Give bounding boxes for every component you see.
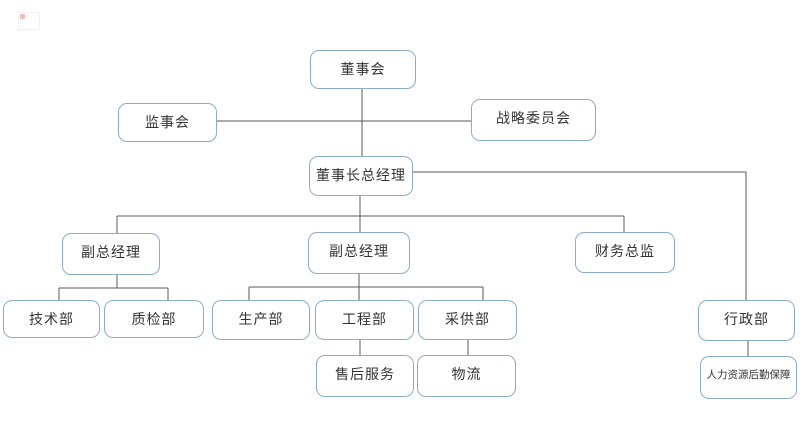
org-node-qc-dept: 质检部 — [104, 300, 204, 338]
org-node-label: 人力资源后勤保障 — [706, 369, 791, 381]
org-node-label: 行政部 — [724, 311, 769, 327]
org-node-supervisory-board: 监事会 — [118, 103, 217, 142]
org-node-label: 质检部 — [131, 311, 177, 327]
org-node-hr-logistics-support: 人力资源后勤保障 — [700, 356, 797, 399]
org-node-label: 采供部 — [445, 311, 490, 327]
org-node-admin-dept: 行政部 — [698, 300, 795, 341]
org-node-label: 生产部 — [238, 311, 284, 327]
org-node-label: 工程部 — [342, 311, 387, 327]
org-node-strategy-committee: 战略委员会 — [471, 99, 596, 141]
artifact-red-dot — [20, 14, 25, 19]
broken-image-artifact — [18, 12, 40, 30]
org-node-deputy-gm-left: 副总经理 — [62, 233, 160, 275]
org-node-label: 董事会 — [340, 61, 386, 77]
org-node-label: 物流 — [451, 366, 482, 382]
org-node-label: 董事长总经理 — [316, 167, 406, 183]
org-node-label: 技术部 — [29, 311, 74, 327]
org-node-logistics: 物流 — [417, 355, 516, 397]
org-node-label: 售后服务 — [335, 366, 395, 382]
org-node-label: 战略委员会 — [496, 110, 571, 126]
org-node-production-dept: 生产部 — [212, 300, 310, 340]
org-node-finance-director: 财务总监 — [575, 232, 675, 273]
org-node-aftersales-service: 售后服务 — [316, 355, 414, 397]
org-node-label: 监事会 — [145, 114, 190, 130]
org-node-chairman-gm: 董事长总经理 — [309, 156, 413, 196]
org-node-deputy-gm-mid: 副总经理 — [308, 232, 410, 274]
org-node-tech-dept: 技术部 — [3, 300, 100, 338]
org-node-label: 财务总监 — [595, 243, 655, 259]
org-node-procurement-dept: 采供部 — [418, 300, 517, 340]
org-node-board: 董事会 — [310, 50, 416, 89]
org-node-label: 副总经理 — [329, 243, 389, 259]
org-node-engineering-dept: 工程部 — [315, 300, 414, 340]
org-node-label: 副总经理 — [81, 244, 141, 260]
